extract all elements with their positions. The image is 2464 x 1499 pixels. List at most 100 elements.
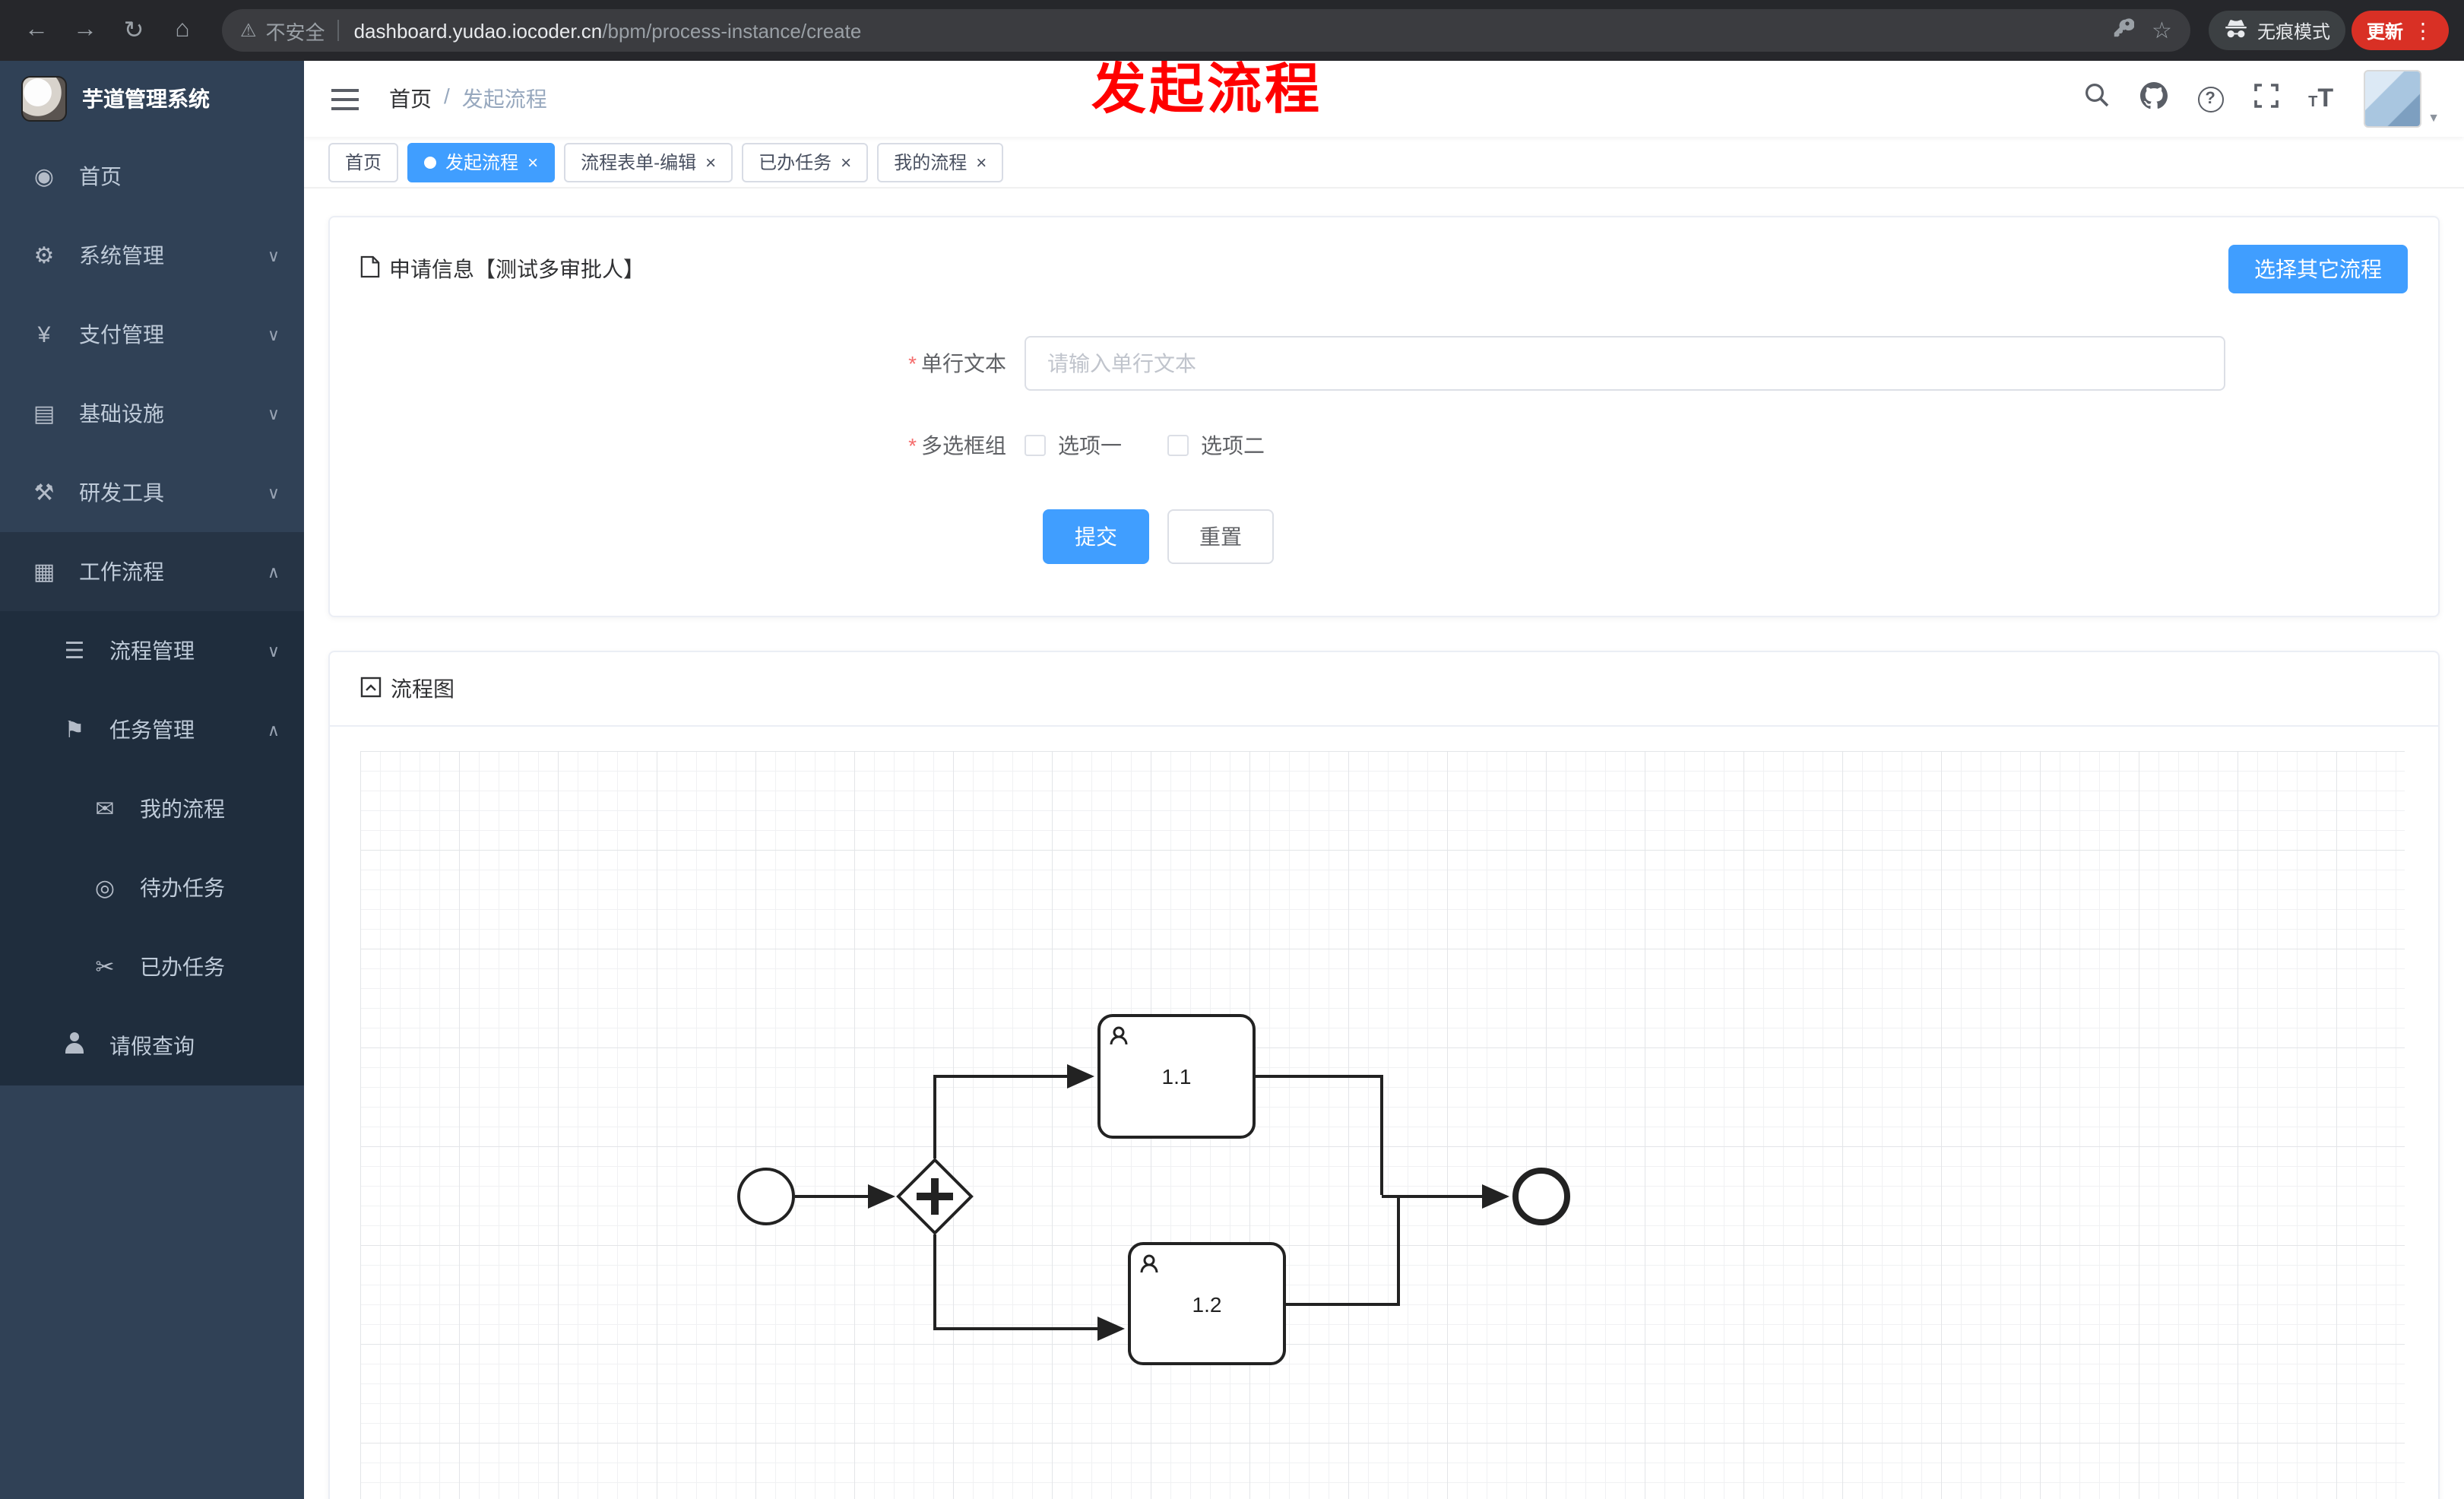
sidebar-item-process-management[interactable]: ☰ 流程管理 ∨ bbox=[0, 611, 304, 690]
chevron-down-icon: ∨ bbox=[267, 405, 280, 423]
address-bar[interactable]: ⚠ 不安全 dashboard.yudao.iocoder.cn/bpm/pro… bbox=[222, 9, 2190, 52]
text-input-wrapper bbox=[1025, 336, 2225, 391]
sidebar-item-label: 支付管理 bbox=[79, 322, 164, 347]
bookmark-star-icon[interactable]: ☆ bbox=[2152, 18, 2172, 44]
home-icon[interactable]: ⌂ bbox=[175, 17, 190, 43]
tab-done-tasks[interactable]: 已办任务 × bbox=[742, 142, 869, 182]
tab-label: 我的流程 bbox=[894, 152, 968, 173]
close-icon[interactable]: × bbox=[841, 151, 852, 173]
submit-button[interactable]: 提交 bbox=[1043, 509, 1149, 564]
workflow-submenu: ☰ 流程管理 ∨ ⚑ 任务管理 ∧ ✉ 我的流程 ◎ 待办任务 bbox=[0, 611, 304, 1085]
sidebar: 芋道管理系统 ◉ 首页 ⚙ 系统管理 ∨ ¥ 支付管理 ∨ ▤ 基础设施 ∨ bbox=[0, 61, 304, 1499]
process-diagram-header: 流程图 bbox=[330, 652, 2438, 727]
user-menu[interactable]: ▼ bbox=[2364, 70, 2440, 128]
forward-icon[interactable]: → bbox=[73, 17, 97, 43]
avatar[interactable] bbox=[2364, 70, 2422, 128]
app-title: 芋道管理系统 bbox=[82, 87, 210, 111]
page-content: 申请信息【测试多审批人】 选择其它流程 *单行文本 *多选框组 bbox=[304, 189, 2464, 1499]
sidebar-item-task-management[interactable]: ⚑ 任务管理 ∧ bbox=[0, 690, 304, 769]
flow-gateway-to-task-1-1 bbox=[933, 1064, 1094, 1158]
update-label: 更新 bbox=[2366, 21, 2403, 42]
user-task-1-1[interactable]: 1.1 bbox=[1097, 1014, 1256, 1139]
application-info-card: 申请信息【测试多审批人】 选择其它流程 *单行文本 *多选框组 bbox=[328, 216, 2440, 617]
diagram-icon bbox=[360, 676, 382, 702]
sidebar-item-label: 请假查询 bbox=[109, 1034, 195, 1058]
not-secure-icon: ⚠ bbox=[240, 20, 257, 41]
card-title: 流程图 bbox=[391, 677, 454, 701]
incognito-label: 无痕模式 bbox=[2257, 21, 2330, 42]
tab-my-process[interactable]: 我的流程 × bbox=[877, 142, 1004, 182]
close-icon[interactable]: × bbox=[527, 151, 539, 173]
close-icon[interactable]: × bbox=[705, 151, 717, 173]
checkbox-icon[interactable] bbox=[1167, 435, 1189, 456]
back-icon[interactable]: ← bbox=[24, 17, 49, 43]
tab-form-edit[interactable]: 流程表单-编辑 × bbox=[564, 142, 733, 182]
required-mark: * bbox=[908, 433, 917, 458]
close-icon[interactable]: × bbox=[976, 151, 987, 173]
task-label: 1.1 bbox=[1162, 1065, 1192, 1089]
eye-icon: ◎ bbox=[94, 876, 116, 902]
sequence-flows bbox=[795, 1064, 1509, 1341]
user-icon bbox=[1140, 1254, 1158, 1273]
breadcrumb-home[interactable]: 首页 bbox=[389, 87, 432, 111]
sidebar-item-devtools[interactable]: ⚒ 研发工具 ∨ bbox=[0, 453, 304, 532]
user-task-1-2[interactable]: 1.2 bbox=[1128, 1242, 1286, 1365]
list-icon: ☰ bbox=[64, 639, 85, 664]
flag-icon: ⚑ bbox=[64, 718, 85, 743]
parallel-gateway[interactable] bbox=[896, 1158, 974, 1235]
bpmn-canvas[interactable]: 1.1 1.2 bbox=[360, 751, 2405, 1499]
sidebar-item-workflow[interactable]: ▦ 工作流程 ∧ bbox=[0, 532, 304, 611]
sidebar-item-label: 系统管理 bbox=[79, 243, 164, 268]
sidebar-item-label: 待办任务 bbox=[140, 876, 225, 900]
tab-home[interactable]: 首页 bbox=[328, 142, 399, 182]
update-button[interactable]: 更新 ⋮ bbox=[2351, 11, 2449, 50]
infrastructure-icon: ▤ bbox=[33, 401, 55, 427]
flow-task-1-2-out bbox=[1284, 1198, 1400, 1306]
sidebar-item-system[interactable]: ⚙ 系统管理 ∨ bbox=[0, 216, 304, 295]
checkbox-group: 选项一 选项二 bbox=[1025, 427, 1265, 464]
yen-icon: ¥ bbox=[37, 322, 51, 347]
github-icon[interactable] bbox=[2139, 81, 2168, 116]
chevron-up-icon: ∧ bbox=[267, 721, 280, 740]
app-logo-row[interactable]: 芋道管理系统 bbox=[0, 61, 304, 137]
key-icon[interactable] bbox=[2111, 17, 2134, 44]
application-info-header: 申请信息【测试多审批人】 选择其它流程 bbox=[330, 217, 2438, 321]
text-field-row: *单行文本 bbox=[854, 336, 2408, 391]
url-host: dashboard.yudao.iocoder.cn bbox=[353, 19, 603, 42]
sidebar-item-label: 基础设施 bbox=[79, 401, 164, 426]
sidebar-collapse-icon[interactable] bbox=[328, 82, 362, 116]
sidebar-item-home[interactable]: ◉ 首页 bbox=[0, 137, 304, 216]
sidebar-item-todo-tasks[interactable]: ◎ 待办任务 bbox=[0, 848, 304, 927]
start-event[interactable] bbox=[737, 1168, 795, 1225]
incognito-badge: 无痕模式 bbox=[2208, 11, 2345, 50]
single-line-text-input[interactable] bbox=[1047, 351, 2203, 376]
fullscreen-icon[interactable] bbox=[2253, 83, 2278, 115]
security-label: 不安全 bbox=[265, 21, 325, 43]
checkbox-option-1[interactable]: 选项一 bbox=[1025, 430, 1122, 461]
refresh-icon[interactable]: ↻ bbox=[123, 18, 144, 44]
active-dot bbox=[424, 156, 437, 168]
browser-menu-icon[interactable]: ⋮ bbox=[2412, 17, 2434, 42]
end-event[interactable] bbox=[1512, 1168, 1570, 1225]
url-path: /bpm/process-instance/create bbox=[602, 19, 862, 42]
checkbox-option-2[interactable]: 选项二 bbox=[1167, 430, 1265, 461]
sidebar-item-label: 任务管理 bbox=[109, 718, 195, 742]
sidebar-item-leave-query[interactable]: 请假查询 bbox=[0, 1006, 304, 1085]
tools-icon: ⚒ bbox=[33, 480, 55, 506]
breadcrumb: 首页 / 发起流程 bbox=[389, 84, 547, 114]
sidebar-item-infrastructure[interactable]: ▤ 基础设施 ∨ bbox=[0, 374, 304, 453]
sidebar-item-my-process[interactable]: ✉ 我的流程 bbox=[0, 769, 304, 848]
message-icon: ✉ bbox=[95, 797, 115, 822]
help-icon[interactable]: ? bbox=[2197, 86, 2224, 112]
sidebar-item-done-tasks[interactable]: ✂ 已办任务 bbox=[0, 927, 304, 1006]
reset-button[interactable]: 重置 bbox=[1167, 509, 1274, 564]
select-other-process-button[interactable]: 选择其它流程 bbox=[2228, 245, 2408, 293]
sidebar-item-payment[interactable]: ¥ 支付管理 ∨ bbox=[0, 295, 304, 374]
search-icon[interactable] bbox=[2083, 82, 2109, 116]
tab-create-process[interactable]: 发起流程 × bbox=[407, 142, 556, 182]
checkbox-icon[interactable] bbox=[1025, 435, 1046, 456]
sidebar-item-label: 研发工具 bbox=[79, 480, 164, 505]
flow-gateway-to-task-1-2 bbox=[933, 1234, 1125, 1341]
